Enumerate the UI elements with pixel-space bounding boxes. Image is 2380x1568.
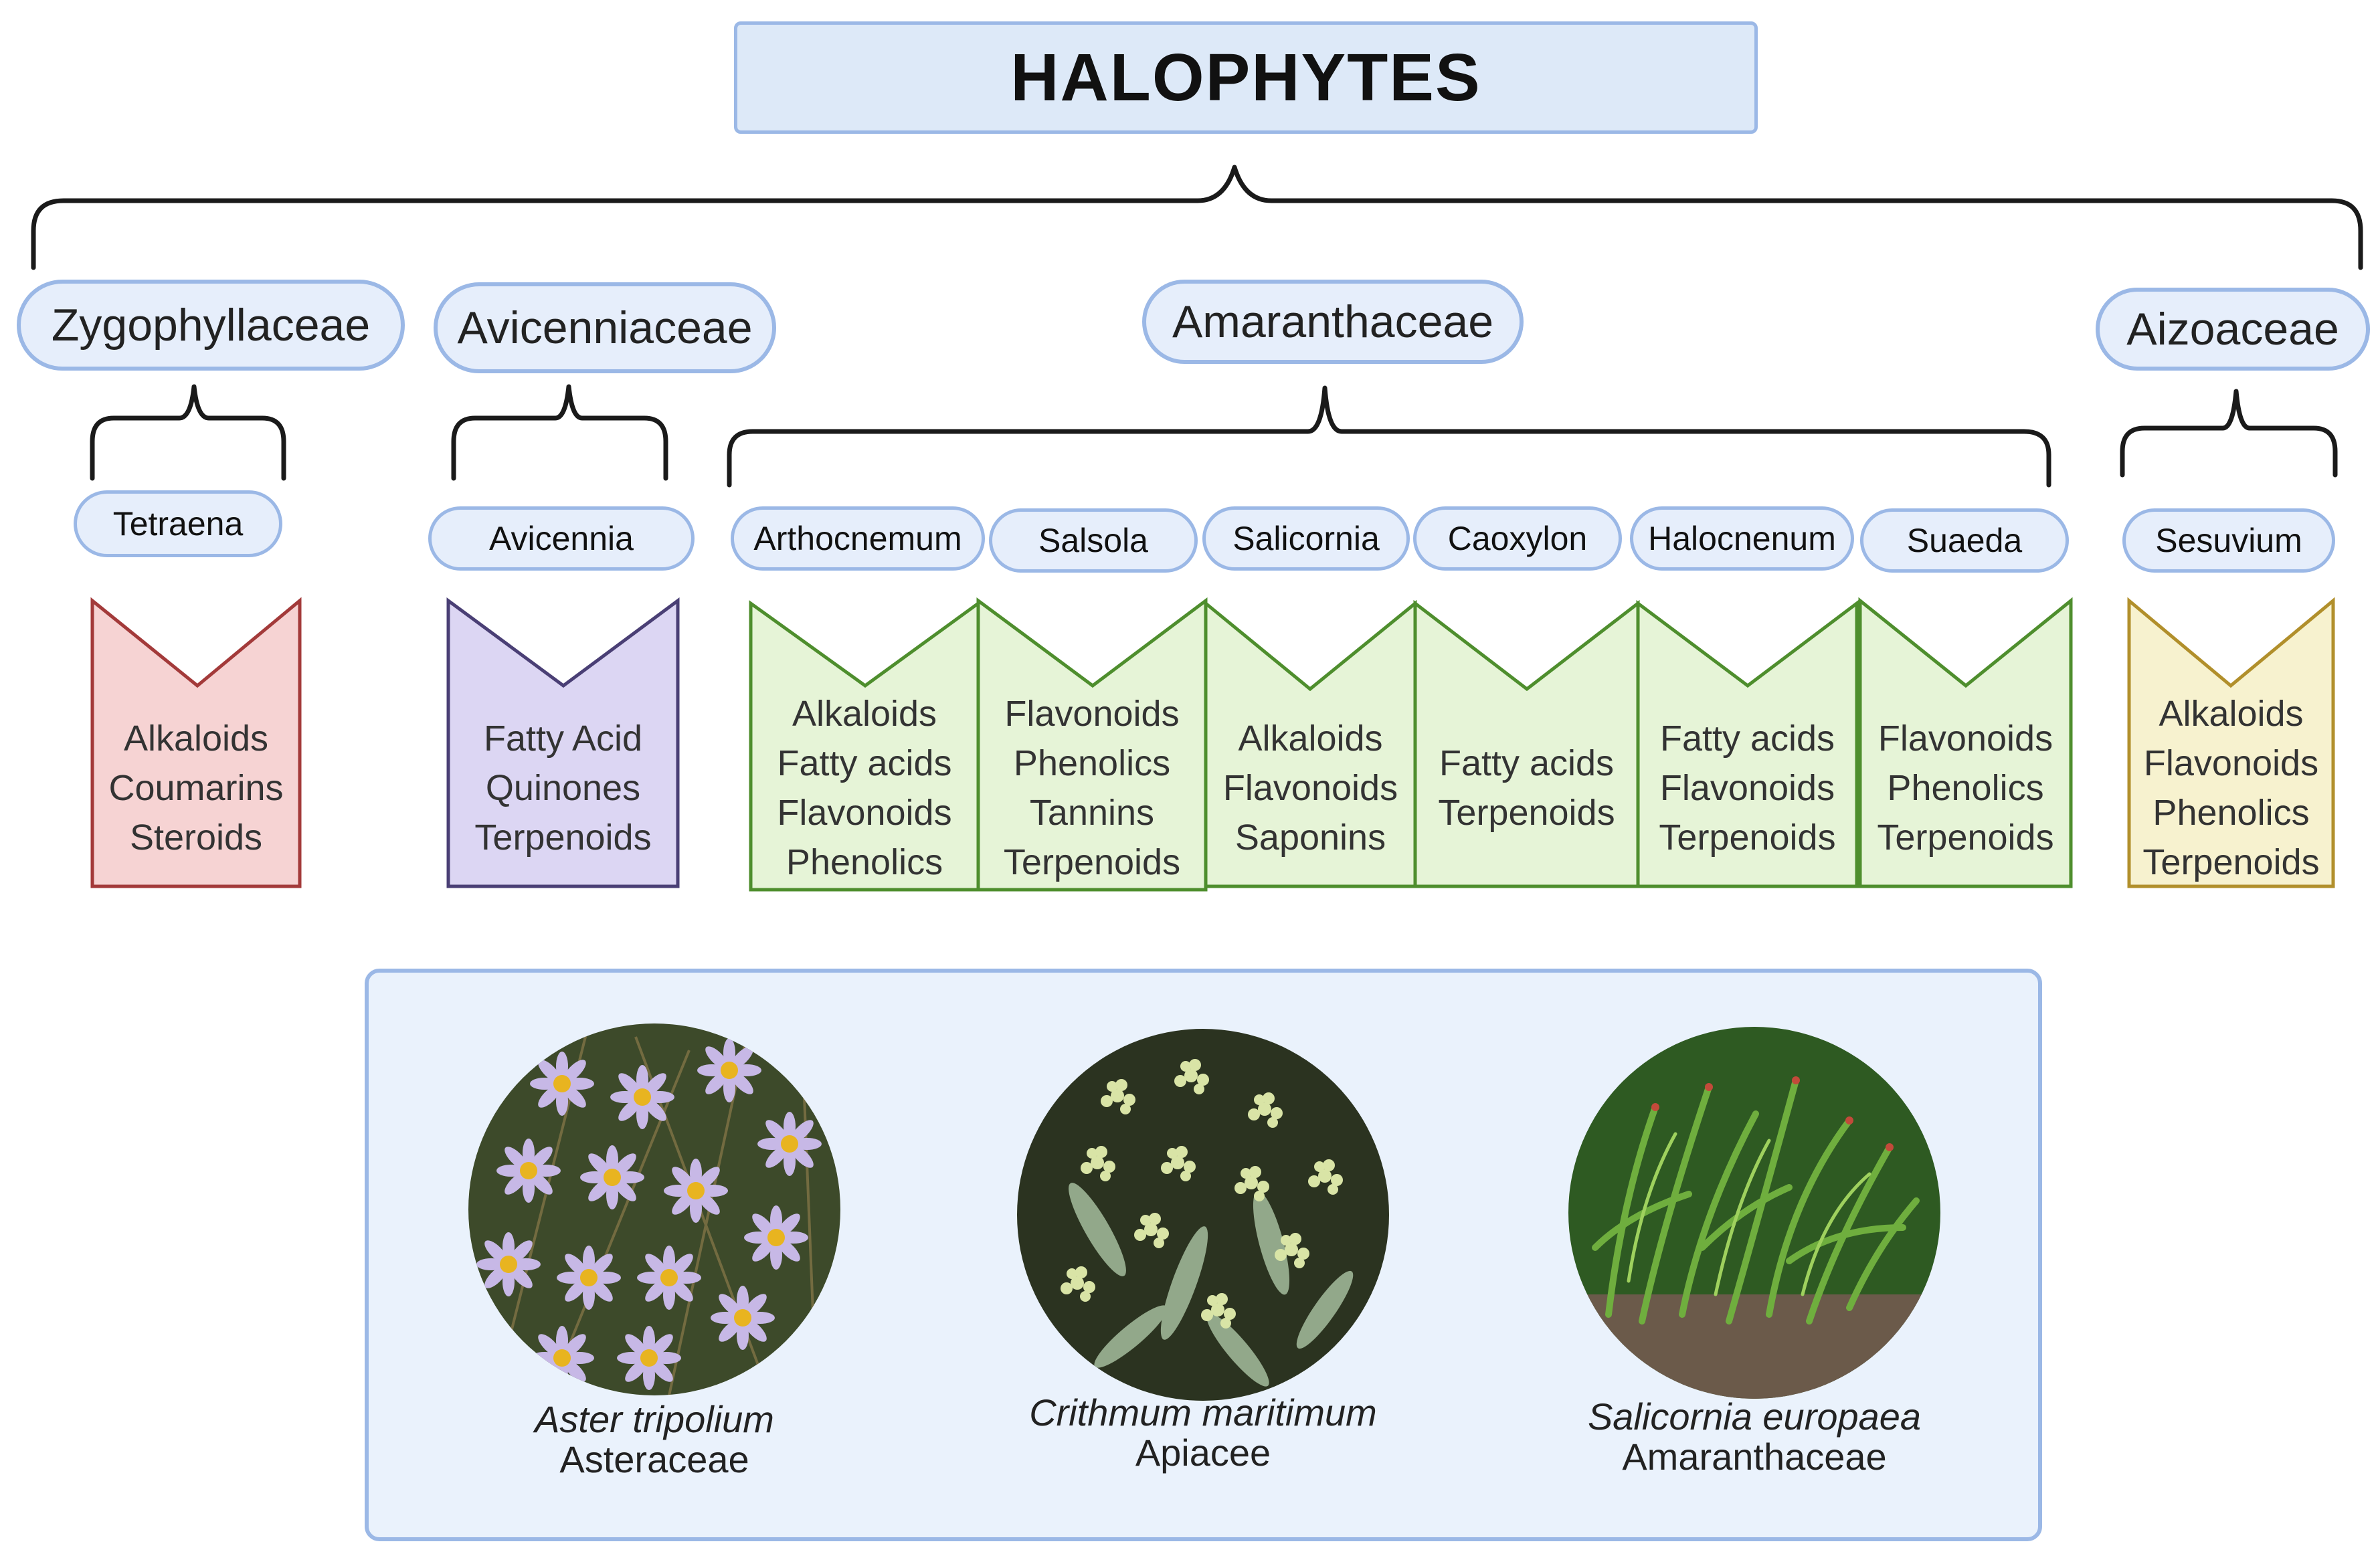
genus-tetraena: Tetraena — [74, 490, 282, 557]
family-avicenniaceae: Avicenniaceae — [434, 282, 776, 373]
compounds-salicornia: Alkaloids Flavonoids Saponins — [1222, 718, 1398, 858]
compounds-tetraena: Alkaloids Coumarins Steroids — [108, 718, 284, 858]
main-bracket — [31, 165, 2363, 270]
compounds-suaeda: Flavonoids Phenolics Terpenoids — [1877, 718, 2054, 858]
zygophyllaceae-bracket — [90, 384, 286, 481]
genus-caoxylon: Caoxylon — [1413, 506, 1622, 571]
family-amaranthaceae: Amaranthaceae — [1142, 280, 1524, 364]
banner-tetraena — [90, 597, 302, 888]
species-name: Crithmum maritimum — [1029, 1391, 1377, 1434]
banner-suaeda — [1858, 597, 2073, 888]
caption-crithmum: Crithmum maritimum Apiacee — [1002, 1393, 1404, 1473]
caption-aster: Aster tripolium Asteraceae — [460, 1399, 848, 1480]
compounds-arthocnemum: Alkaloids Fatty acids Flavonoids Phenoli… — [777, 693, 952, 882]
avicenniaceae-bracket — [451, 384, 668, 481]
species-name: Aster tripolium — [535, 1398, 774, 1440]
genus-arthocnemum: Arthocnemum — [731, 506, 985, 571]
species-family: Apiacee — [1135, 1432, 1271, 1474]
species-name: Salicornia europaea — [1587, 1395, 1922, 1438]
compounds-avicennia: Fatty Acid Quinones Terpenoids — [474, 718, 652, 858]
compounds-halocnenum: Fatty acids Flavonoids Terpenoids — [1659, 718, 1836, 858]
banner-sesuvium — [2127, 597, 2335, 888]
diagram-title: HALOPHYTES — [734, 21, 1758, 134]
genus-avicennia: Avicennia — [428, 506, 695, 571]
genus-salsola: Salsola — [989, 508, 1198, 573]
banner-halocnenum — [1636, 599, 1859, 888]
genus-salicornia: Salicornia — [1202, 506, 1410, 571]
amaranthaceae-bracket — [727, 385, 2051, 488]
aizoaceae-bracket — [2120, 389, 2338, 478]
salicornia-plant-photo — [1568, 1027, 1940, 1399]
banner-avicennia — [446, 597, 680, 888]
family-zygophyllaceae: Zygophyllaceae — [17, 280, 405, 371]
family-aizoaceae: Aizoaceae — [2096, 288, 2370, 371]
species-family: Amaranthaceae — [1622, 1436, 1887, 1478]
compounds-caoxylon: Fatty acids Terpenoids — [1438, 743, 1615, 833]
genus-sesuvium: Sesuvium — [2122, 508, 2335, 573]
genus-halocnenum: Halocnenum — [1630, 506, 1854, 571]
genus-suaeda: Suaeda — [1860, 508, 2069, 573]
compounds-salsola: Flavonoids Phenolics Tannins Terpenoids — [1003, 693, 1181, 882]
caption-salicornia: Salicornia europaea Amaranthaceae — [1554, 1397, 1955, 1477]
compounds-sesuvium: Alkaloids Flavonoids Phenolics Terpenoid… — [2142, 693, 2320, 882]
species-family: Asteraceae — [559, 1438, 749, 1480]
crithmum-plant-photo — [1017, 1029, 1389, 1401]
aster-flowers-photo — [468, 1023, 840, 1395]
